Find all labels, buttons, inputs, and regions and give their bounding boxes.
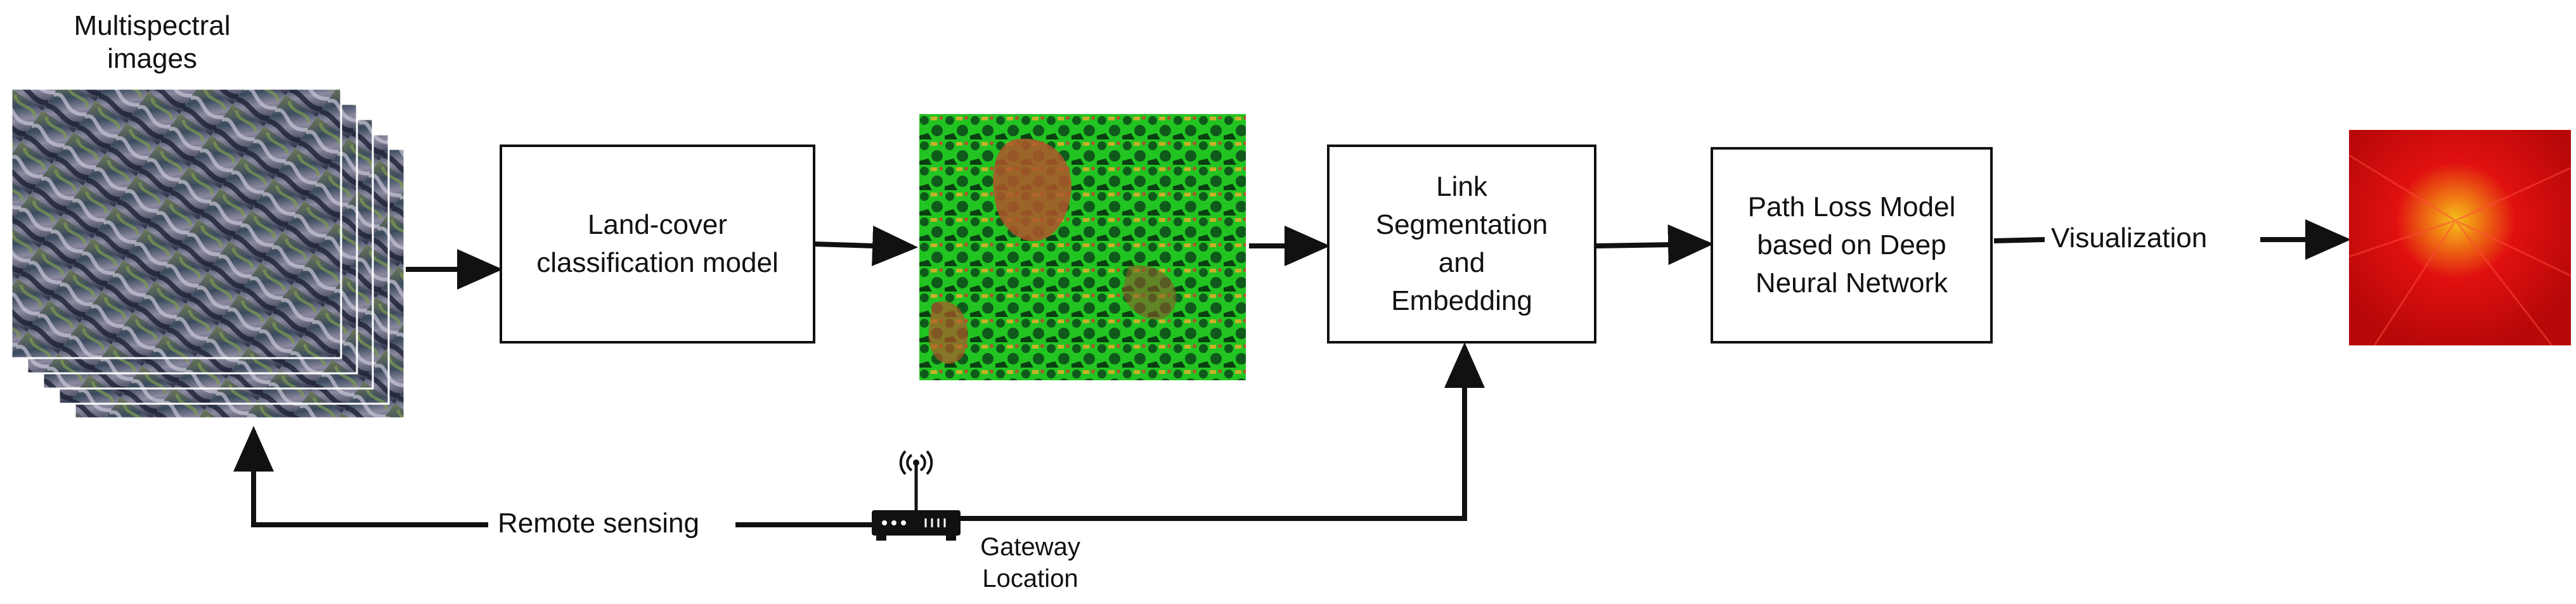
land-cover-classification-box: Land-cover classification model: [500, 145, 815, 344]
arrow-remote-sensing-to-images: [233, 426, 488, 527]
satellite-image-stack-icon: [11, 89, 406, 420]
remote-sensing-label: Remote sensing: [498, 508, 699, 539]
path-loss-model-label: Path Loss Model based on Deep Neural Net…: [1747, 191, 1956, 299]
path-loss-heatmap-icon: [2349, 130, 2571, 345]
land-cover-classification-label: Land-cover classification model: [536, 209, 779, 278]
link-segmentation-embedding-label: Link Segmentation and Embedding: [1375, 171, 1548, 316]
multispectral-images-title: Multispectral images: [74, 10, 231, 74]
arrow-classification-to-map: [814, 225, 918, 266]
path-loss-model-box: Path Loss Model based on Deep Neural Net…: [1711, 147, 1993, 344]
gateway-location-label: Gateway Location: [980, 533, 1080, 593]
link-segmentation-embedding-box: Link Segmentation and Embedding: [1327, 145, 1596, 344]
visualization-label: Visualization: [2051, 222, 2208, 254]
gateway-router-icon: [872, 450, 961, 541]
line-pathloss-to-visualization: [1993, 237, 2045, 243]
arrow-segmentation-to-pathloss: [1596, 224, 1714, 266]
arrow-gateway-to-segmentation: [954, 342, 1485, 521]
land-cover-map-icon: [919, 114, 1246, 380]
